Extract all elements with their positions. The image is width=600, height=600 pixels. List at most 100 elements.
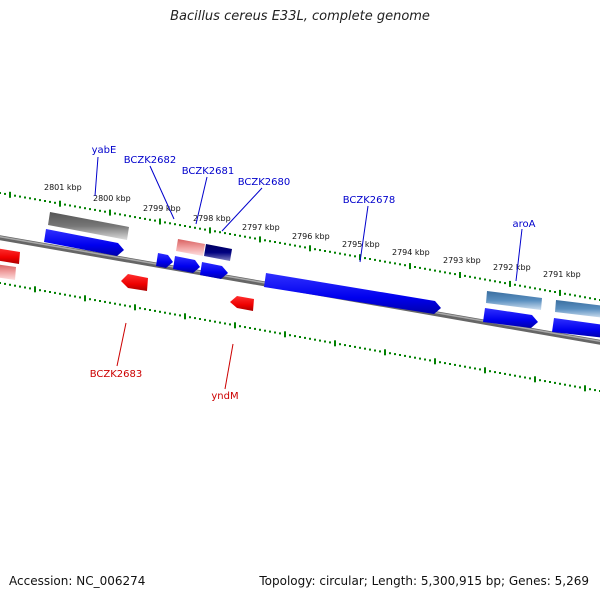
gene-yabE[interactable] bbox=[44, 229, 124, 256]
lower-track-tick bbox=[254, 327, 256, 330]
upper-track-tick bbox=[244, 235, 246, 238]
label-yabE[interactable]: yabE bbox=[92, 145, 117, 156]
upper-track-tick bbox=[484, 278, 486, 281]
gene-aroA[interactable] bbox=[483, 308, 538, 328]
lower-track-tick bbox=[9, 283, 11, 286]
upper-track-tick bbox=[509, 280, 511, 287]
lower-track-tick bbox=[224, 322, 226, 325]
lower-track-tick bbox=[389, 352, 391, 355]
leader-yndM bbox=[224, 343, 234, 390]
upper-track-tick bbox=[444, 271, 446, 274]
upper-track-tick bbox=[154, 219, 156, 222]
lower-track-tick bbox=[454, 363, 456, 366]
upper-track-tick bbox=[119, 213, 121, 216]
pseudo-feature-steel-b[interactable] bbox=[555, 300, 600, 318]
pseudo-feature-gray[interactable] bbox=[48, 212, 129, 240]
gene-bczk2678[interactable] bbox=[264, 273, 441, 314]
pseudo-feature-pink-edge[interactable] bbox=[0, 264, 16, 280]
upper-track-tick bbox=[329, 250, 331, 253]
forward-genes bbox=[44, 229, 600, 338]
leader-bczk2682 bbox=[149, 165, 175, 220]
leader-aroA bbox=[515, 228, 523, 282]
lower-track-tick bbox=[119, 303, 121, 306]
upper-track-tick bbox=[49, 200, 51, 203]
lower-track-tick bbox=[304, 336, 306, 339]
leader-bczk2681 bbox=[195, 176, 208, 225]
upper-track-tick bbox=[214, 230, 216, 233]
lower-track-tick bbox=[239, 325, 241, 328]
upper-track-tick bbox=[489, 279, 491, 282]
lower-track-tick bbox=[494, 371, 496, 374]
pseudo-feature-steel-a[interactable] bbox=[486, 291, 542, 310]
upper-track-tick bbox=[374, 258, 376, 261]
lower-track-tick bbox=[434, 358, 436, 365]
upper-track-tick bbox=[224, 232, 226, 235]
lower-track-tick bbox=[409, 355, 411, 358]
lower-track-tick bbox=[519, 375, 521, 378]
upper-track-tick bbox=[359, 254, 361, 261]
upper-track-tick bbox=[399, 263, 401, 266]
pseudo-features bbox=[0, 212, 600, 318]
tick-label: 2794 kbp bbox=[392, 248, 430, 257]
gene-forward-edge[interactable] bbox=[552, 318, 600, 338]
upper-track-tick bbox=[99, 209, 101, 212]
upper-track-tick bbox=[564, 292, 566, 295]
upper-track-tick bbox=[149, 218, 151, 221]
lower-track-tick bbox=[289, 334, 291, 337]
lower-track-tick bbox=[4, 282, 6, 285]
lower-track-tick bbox=[294, 335, 296, 338]
gene-bczk2680[interactable] bbox=[200, 262, 228, 279]
lower-track-tick bbox=[214, 320, 216, 323]
upper-track-tick bbox=[334, 251, 336, 254]
label-bczk2680[interactable]: BCZK2680 bbox=[238, 177, 291, 188]
upper-track-tick bbox=[529, 286, 531, 289]
upper-track-tick bbox=[474, 276, 476, 279]
upper-track-tick bbox=[139, 217, 141, 219]
upper-track-tick bbox=[0, 192, 1, 194]
lower-track-tick bbox=[509, 373, 511, 376]
tick-label: 2792 kbp bbox=[493, 263, 531, 272]
upper-track-tick bbox=[579, 295, 581, 298]
lower-track-tick bbox=[69, 294, 71, 297]
upper-track-tick bbox=[449, 272, 451, 275]
upper-track-tick bbox=[434, 269, 436, 272]
accession-text: Accession: NC_006274 bbox=[9, 574, 146, 588]
upper-track-tick bbox=[549, 290, 551, 293]
lower-track-tick bbox=[424, 358, 426, 361]
upper-track-tick bbox=[54, 201, 56, 204]
upper-track-tick bbox=[594, 298, 596, 301]
gene-labels: yabE BCZK2682 BCZK2681 BCZK2680 BCZK2678… bbox=[90, 145, 536, 402]
gene-bczk2682[interactable] bbox=[156, 253, 173, 268]
label-bczk2681[interactable]: BCZK2681 bbox=[182, 166, 235, 177]
gene-yndM[interactable] bbox=[230, 296, 254, 311]
lower-track-tick bbox=[534, 376, 536, 383]
lower-track-tick bbox=[514, 374, 516, 377]
pseudo-feature-pink[interactable] bbox=[176, 239, 205, 256]
upper-track-tick bbox=[39, 199, 41, 202]
gene-bczk2681[interactable] bbox=[173, 256, 200, 273]
tick-label: 2796 kbp bbox=[292, 232, 330, 241]
upper-track-tick bbox=[249, 236, 251, 239]
gene-bczk2683[interactable] bbox=[121, 274, 148, 291]
lower-track-tick bbox=[499, 372, 501, 374]
upper-track-tick bbox=[194, 226, 196, 229]
upper-track-tick bbox=[164, 221, 166, 224]
lower-track-tick bbox=[264, 329, 266, 332]
label-bczk2683[interactable]: BCZK2683 bbox=[90, 369, 143, 380]
pseudo-feature-navy[interactable] bbox=[204, 244, 232, 261]
lower-track-tick bbox=[14, 284, 16, 287]
label-aroA[interactable]: aroA bbox=[513, 219, 536, 230]
upper-track-tick bbox=[534, 287, 536, 290]
upper-track-tick bbox=[324, 250, 326, 252]
lower-track-tick bbox=[174, 313, 176, 316]
upper-track-tick bbox=[419, 266, 421, 269]
label-bczk2682[interactable]: BCZK2682 bbox=[124, 155, 177, 166]
upper-track-tick bbox=[179, 224, 181, 227]
label-yndM[interactable]: yndM bbox=[211, 391, 238, 402]
upper-track-tick bbox=[254, 237, 256, 240]
label-bczk2678[interactable]: BCZK2678 bbox=[343, 195, 396, 206]
lower-track-tick bbox=[524, 376, 526, 379]
lower-track-tick bbox=[584, 385, 586, 392]
gene-reverse-edge[interactable] bbox=[0, 248, 20, 264]
map-title: Bacillus cereus E33L, complete genome bbox=[170, 9, 430, 24]
